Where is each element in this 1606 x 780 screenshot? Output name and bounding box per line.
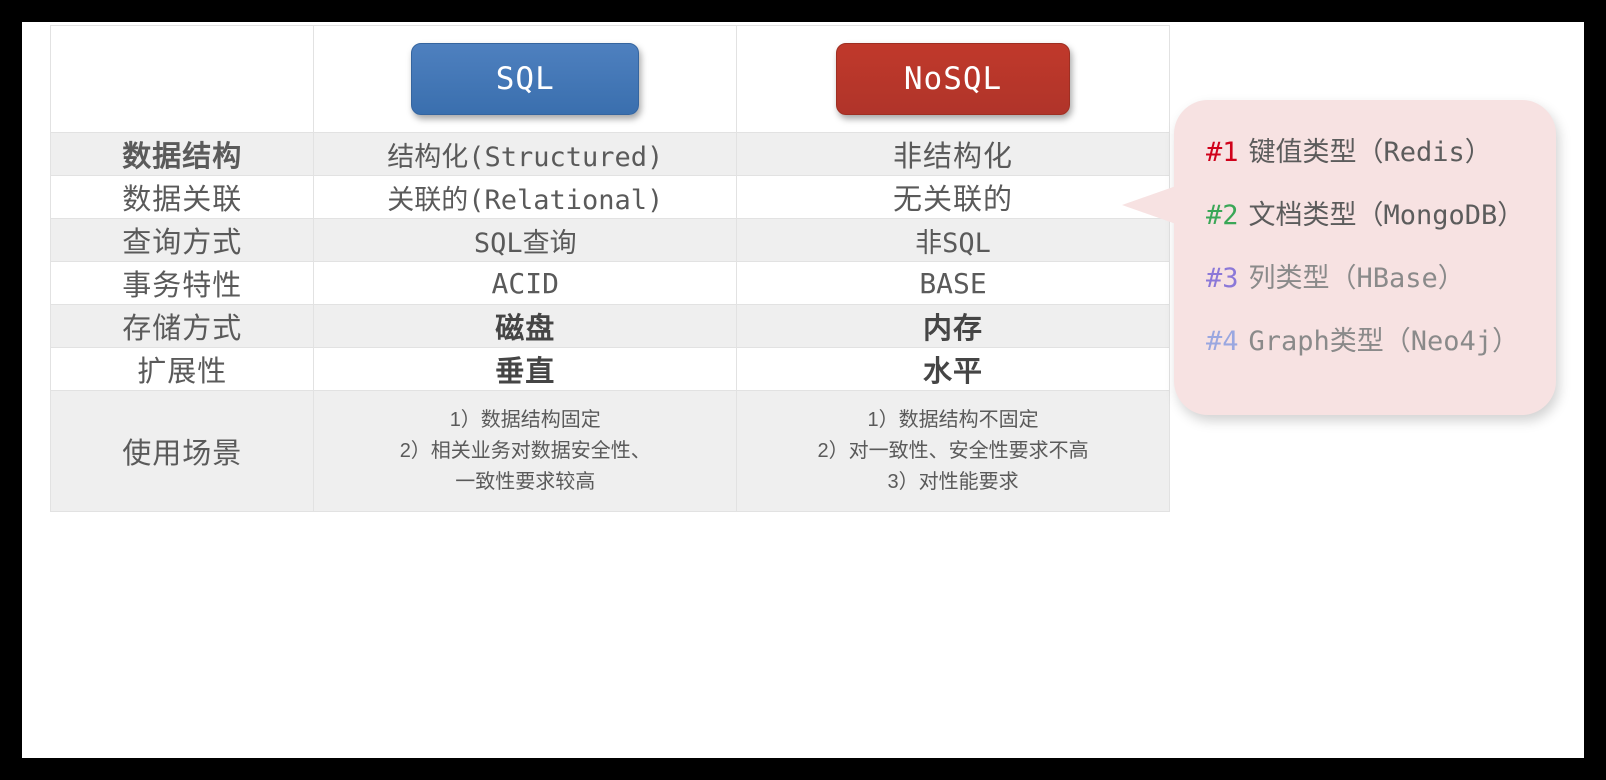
table-row: 数据关联 关联的(Relational) 无关联的 [49, 175, 1170, 219]
row-label-query-method: 查询方式 [49, 218, 315, 262]
cell-sql-transaction: ACID [313, 261, 738, 305]
use-case-line: 3）对性能要求 [887, 470, 1019, 493]
slide-inner: SQL NoSQL 数据结构 结构化(Structured) 非结构化 数据关联 [22, 22, 1584, 758]
sql-badge: SQL [411, 43, 640, 115]
callout-number: #1 [1206, 137, 1239, 168]
cell-nosql-data-relation: 无关联的 [736, 175, 1170, 219]
callout-text: 文档类型（MongoDB） [1248, 200, 1525, 231]
table-row: 事务特性 ACID BASE [49, 261, 1170, 305]
row-label-scalability: 扩展性 [49, 347, 315, 391]
callout-text: 键值类型（Redis） [1248, 137, 1492, 168]
table-row: 数据结构 结构化(Structured) 非结构化 [49, 132, 1170, 176]
row-label-storage: 存储方式 [49, 304, 315, 348]
cell-sql-query-method: SQL查询 [313, 218, 738, 262]
comparison-table-container: SQL NoSQL 数据结构 结构化(Structured) 非结构化 数据关联 [49, 25, 1170, 753]
cell-sql-use-case: 1）数据结构固定 2）相关业务对数据安全性、 一致性要求较高 [313, 390, 738, 512]
cell-nosql-scalability: 水平 [736, 347, 1170, 391]
cell-nosql-query-method: 非SQL [736, 218, 1170, 262]
row-label-data-relation: 数据关联 [49, 175, 315, 219]
table-row: 存储方式 磁盘 内存 [49, 304, 1170, 348]
use-case-line: 1）数据结构固定 [449, 408, 601, 431]
cell-sql-scalability: 垂直 [313, 347, 738, 391]
use-case-line: 2）对一致性、安全性要求不高 [817, 439, 1089, 462]
header-sql-cell: SQL [313, 25, 738, 133]
cell-nosql-data-structure: 非结构化 [736, 132, 1170, 176]
nosql-badge: NoSQL [836, 43, 1071, 115]
sql-vs-nosql-table: SQL NoSQL 数据结构 结构化(Structured) 非结构化 数据关联 [49, 25, 1170, 512]
list-item: #1 键值类型（Redis） [1206, 130, 1546, 169]
cell-sql-data-relation: 关联的(Relational) [313, 175, 738, 219]
row-label-use-case: 使用场景 [49, 390, 315, 512]
header-blank-cell [49, 25, 315, 133]
cell-nosql-use-case: 1）数据结构不固定 2）对一致性、安全性要求不高 3）对性能要求 [736, 390, 1170, 512]
callout-list: #1 键值类型（Redis） #2 文档类型（MongoDB） #3 列类型（H… [1206, 130, 1546, 382]
list-item: #2 文档类型（MongoDB） [1206, 193, 1546, 232]
list-item: #4 Graph类型（Neo4j） [1206, 319, 1546, 358]
table-row: 查询方式 SQL查询 非SQL [49, 218, 1170, 262]
list-item: #3 列类型（HBase） [1206, 256, 1546, 295]
callout-number: #4 [1206, 326, 1239, 357]
row-label-transaction: 事务特性 [49, 261, 315, 305]
row-label-data-structure: 数据结构 [49, 132, 315, 176]
use-case-line: 1）数据结构不固定 [867, 408, 1039, 431]
cell-sql-data-structure: 结构化(Structured) [313, 132, 738, 176]
header-nosql-cell: NoSQL [736, 25, 1170, 133]
callout-text: Graph类型（Neo4j） [1248, 326, 1520, 357]
table-row: 使用场景 1）数据结构固定 2）相关业务对数据安全性、 一致性要求较高 1）数据… [49, 390, 1170, 512]
callout-number: #3 [1206, 263, 1239, 294]
callout-tail [1122, 186, 1176, 224]
table-row: 扩展性 垂直 水平 [49, 347, 1170, 391]
cell-nosql-transaction: BASE [736, 261, 1170, 305]
table-header-row: SQL NoSQL [49, 25, 1170, 133]
nosql-types-callout: #1 键值类型（Redis） #2 文档类型（MongoDB） #3 列类型（H… [1122, 100, 1556, 415]
callout-text: 列类型（HBase） [1248, 263, 1465, 294]
cell-sql-storage: 磁盘 [313, 304, 738, 348]
callout-number: #2 [1206, 200, 1239, 231]
use-case-line: 2）相关业务对数据安全性、 [399, 439, 651, 462]
cell-nosql-storage: 内存 [736, 304, 1170, 348]
use-case-line: 一致性要求较高 [455, 470, 596, 493]
